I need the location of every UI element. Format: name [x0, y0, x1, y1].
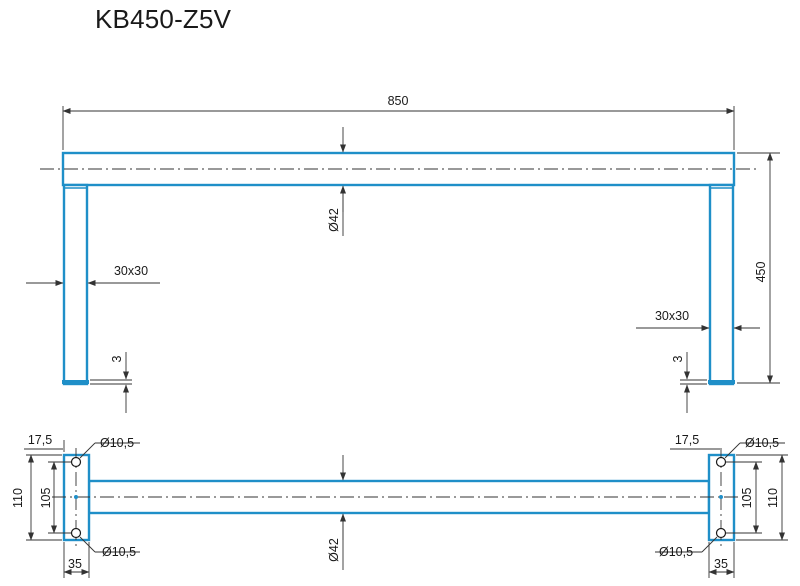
dim-d42-top-label: Ø42: [327, 538, 341, 562]
drawing-title: KB450-Z5V: [95, 4, 232, 34]
dim-30x30-right-label: 30x30: [655, 309, 689, 323]
top-right-plate: [707, 453, 736, 542]
dim-17-5-right-label: 17,5: [675, 433, 699, 447]
side-view: 850 450 Ø42 30x30 30x30 3 3: [26, 94, 780, 413]
label-hole-bottom-right: Ø10,5: [659, 545, 693, 559]
leader-hole-top-left: [79, 442, 96, 459]
dim-110-left-label: 110: [11, 488, 25, 508]
side-right-foot: [708, 380, 735, 384]
hole-top-right: [715, 456, 727, 468]
dim-17-5-left-label: 17,5: [28, 433, 52, 447]
dim-3-left-label: 3: [110, 355, 124, 362]
dim-110-right-label: 110: [766, 488, 780, 508]
hole-bottom-left: [70, 527, 82, 539]
dim-3-right-label: 3: [671, 355, 685, 362]
center-mark-right: [719, 495, 723, 499]
top-view: 17,5 17,5 Ø10,5 Ø10,5 Ø10,5 Ø10,5 110 10…: [11, 433, 788, 578]
dim-105-left-label: 105: [39, 488, 53, 509]
dim-30x30-left-label: 30x30: [114, 264, 148, 278]
dim-d42-side-label: Ø42: [327, 208, 341, 232]
dim-35-right-label: 35: [714, 557, 728, 571]
label-hole-bottom-left: Ø10,5: [102, 545, 136, 559]
label-hole-top-right: Ø10,5: [745, 436, 779, 450]
hole-bottom-right: [715, 527, 727, 539]
side-left-foot: [62, 380, 89, 384]
dim-105-right-label: 105: [740, 488, 754, 509]
dim-450-label: 450: [754, 262, 768, 283]
dim-35-left-label: 35: [68, 557, 82, 571]
leader-hole-bottom-left: [79, 536, 96, 553]
dim-850-label: 850: [388, 94, 409, 108]
leader-hole-top-right: [724, 442, 741, 459]
label-hole-top-left: Ø10,5: [100, 436, 134, 450]
leader-hole-bottom-right: [701, 536, 718, 553]
side-right-leg: [708, 183, 735, 386]
hole-top-left: [70, 456, 82, 468]
center-mark-left: [74, 495, 78, 499]
side-left-leg: [62, 183, 89, 386]
